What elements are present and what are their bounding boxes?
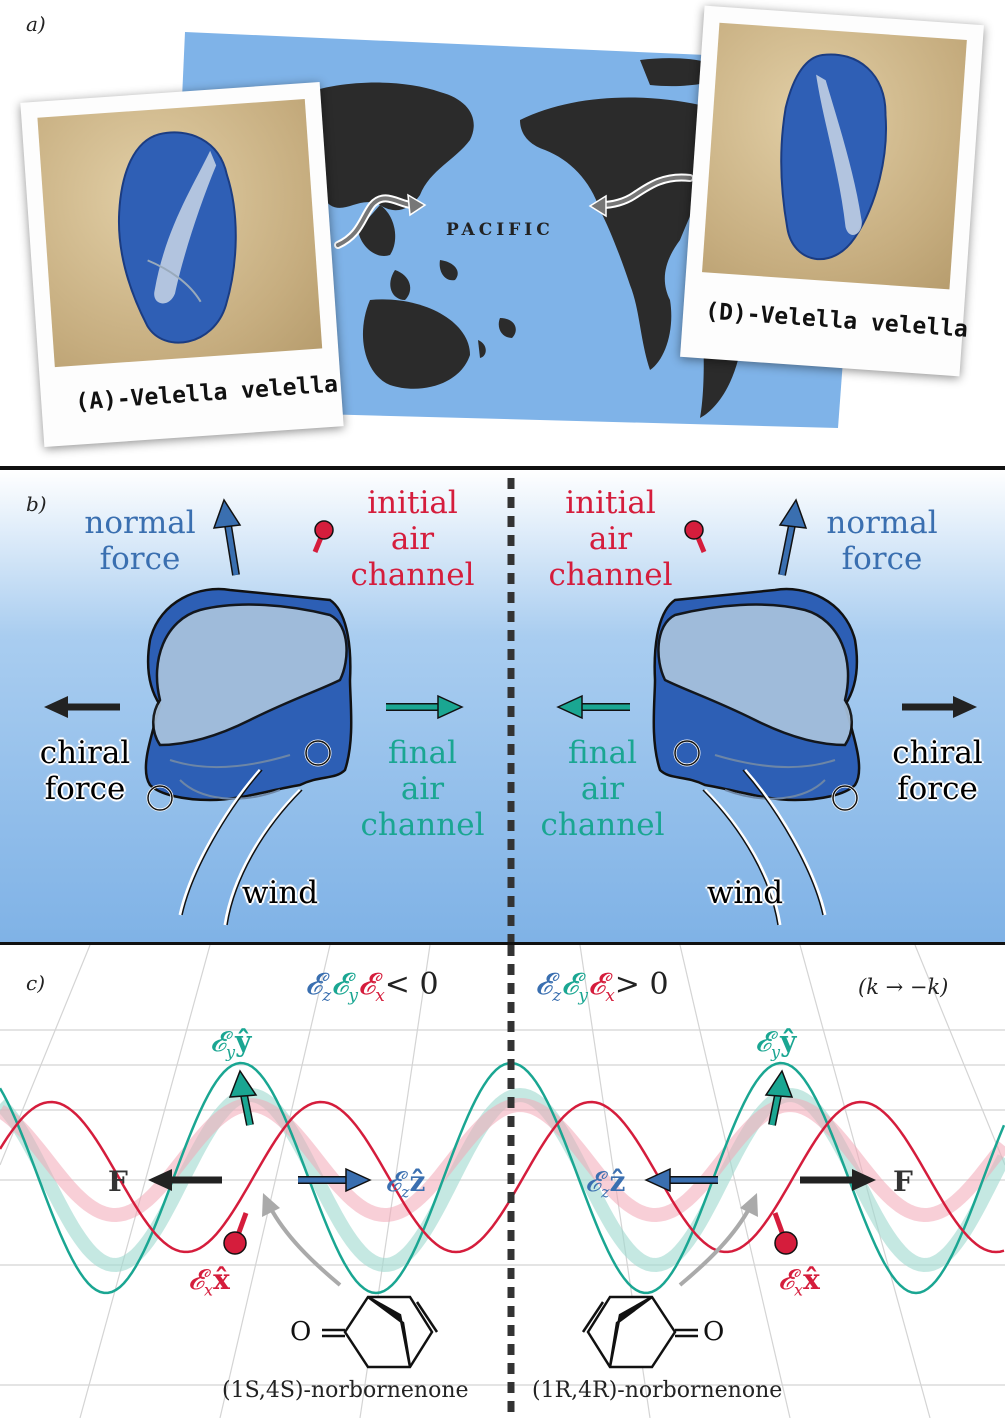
panel-b-label: b) [26, 492, 47, 516]
condition-right: 𝓔z𝓔y𝓔x> 0 [535, 967, 669, 1006]
ey-arrow-right [764, 1069, 794, 1126]
initial-air-arrow-left [312, 520, 334, 553]
panel-c-label: c) [26, 971, 46, 995]
ez-arrow-right [644, 1167, 718, 1193]
land-masses [300, 58, 738, 418]
caption-right: (D)-Velella velella [704, 298, 969, 343]
panel-b-drawing [44, 478, 977, 945]
norbornenone-left [322, 1295, 439, 1369]
panel-a: a) PACIFIC [0, 0, 1005, 470]
k-flip-label: (k → −k) [858, 975, 949, 999]
velella-left [144, 587, 353, 926]
condition-left: 𝓔z𝓔y𝓔x< 0 [305, 967, 439, 1006]
photo-left [37, 99, 323, 368]
ez-label-left: 𝓔zẑ [385, 1165, 426, 1202]
ex-label-left: 𝓔xx̂ [188, 1263, 230, 1300]
ex-label-right: 𝓔xx̂ [778, 1263, 820, 1300]
caption-left: (A)-Velella velella [74, 371, 339, 416]
wave-diagram [0, 945, 1005, 1418]
force-arrow-left [148, 1169, 222, 1191]
polaroid-left: (A)-Velella velella [20, 81, 344, 448]
chiral-force-arrow-right [902, 696, 977, 718]
red-wave [0, 1100, 1005, 1254]
divider-bc [0, 942, 1005, 946]
molecule-name-right: (1R,4R)-norbornenone [532, 1378, 783, 1403]
ex-arrow-left [223, 1212, 249, 1255]
chiral-force-arrow-left [44, 696, 120, 718]
velella-right [652, 587, 861, 926]
final-air-arrow-right [556, 694, 630, 720]
divider-ab [0, 466, 1005, 470]
map-label-pacific: PACIFIC [446, 220, 554, 240]
teal-wave [0, 1061, 1005, 1295]
normal-force-arrow-right [778, 498, 808, 576]
force-label-right: F [893, 1165, 913, 1198]
wind-label-left: wind [241, 875, 319, 911]
wind-label-right: wind [706, 875, 784, 911]
molecule-name-left: (1S,4S)-norbornenone [222, 1378, 469, 1403]
force-label-left: F [108, 1165, 128, 1198]
panel-b: b) [0, 470, 1005, 945]
photo-right [702, 22, 967, 290]
panel-a-label: a) [26, 12, 46, 36]
ey-label-right: 𝓔yŷ [755, 1025, 797, 1062]
ey-arrow-left [228, 1069, 258, 1126]
panel-c: c) [0, 945, 1005, 1418]
force-arrow-right [800, 1169, 876, 1191]
grey-arrow-right [678, 1206, 752, 1287]
polaroid-right: (D)-Velella velella [680, 5, 984, 377]
perspective-grid [0, 945, 1005, 1418]
ey-label-left: 𝓔yŷ [210, 1025, 252, 1062]
norbornenone-right [581, 1295, 698, 1369]
grey-arrow-left [268, 1206, 342, 1287]
oxygen-right: O [703, 1317, 725, 1347]
ez-arrow-left [298, 1167, 372, 1193]
normal-force-arrow-left [212, 498, 242, 576]
ex-arrow-right [772, 1212, 798, 1255]
oxygen-left: O [290, 1317, 312, 1347]
final-air-arrow-left [386, 694, 464, 720]
initial-air-arrow-right [684, 520, 707, 553]
ez-label-right: 𝓔zẑ [585, 1165, 626, 1202]
